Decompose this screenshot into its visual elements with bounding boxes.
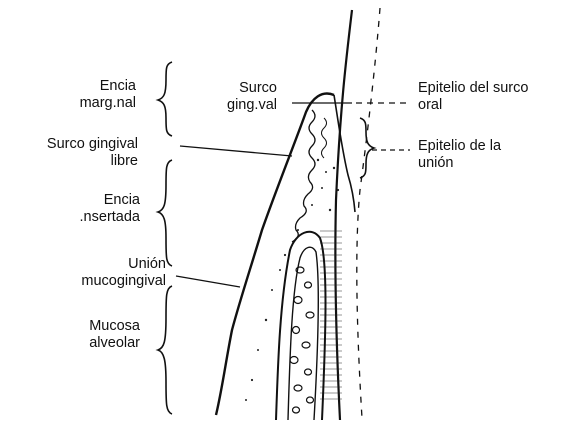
- label-encia-insertada: Encia .nsertada: [60, 192, 140, 226]
- leader-lines: [176, 103, 410, 287]
- label-surco-gingival: Surco ging.val: [205, 80, 277, 114]
- label-surco-gingival-libre: Surco gingival libre: [14, 136, 138, 170]
- label-epitelio-union: Epitelio de la unión: [418, 138, 568, 172]
- label-union-mucogingival: Unión mucogingival: [40, 256, 166, 290]
- epithelial-ridges: [292, 110, 315, 242]
- tooth-dashed-outline: [357, 8, 380, 418]
- bone-marrow-spaces: [290, 267, 314, 413]
- label-epitelio-surco-oral: Epitelio del surco oral: [418, 80, 578, 114]
- epithelial-ridges-inner: [322, 118, 327, 158]
- label-mucosa-alveolar: Mucosa alveolar: [60, 318, 140, 352]
- left-brackets: [158, 62, 172, 414]
- label-encia-marginal: Encia marg.nal: [72, 78, 136, 112]
- alveolar-bone-inner: [288, 247, 318, 420]
